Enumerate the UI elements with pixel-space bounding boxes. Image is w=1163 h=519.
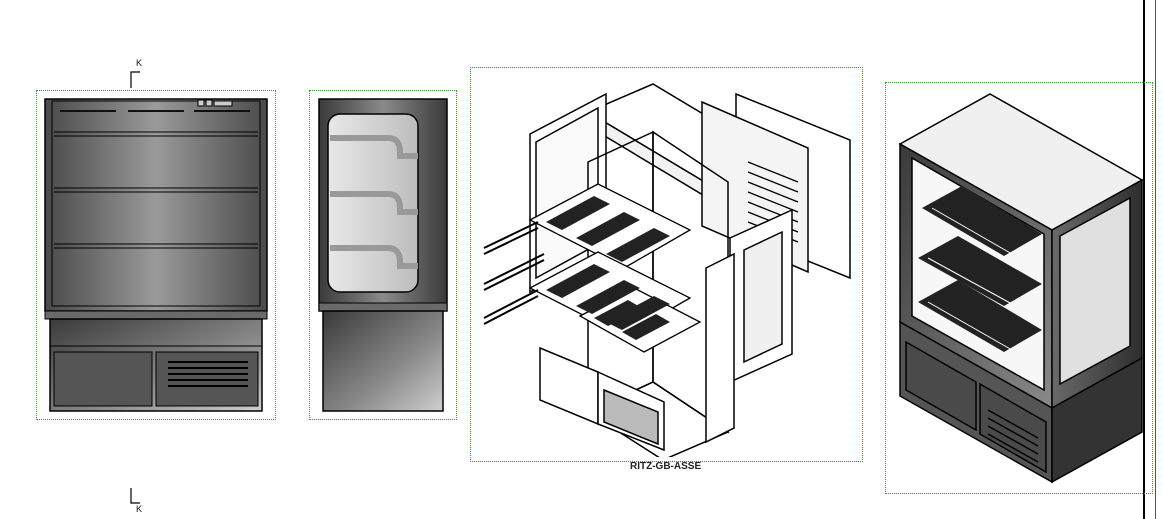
section-marker-bottom: K xyxy=(128,486,148,516)
section-label-top: K xyxy=(136,58,143,68)
front-elevation-drawing xyxy=(44,98,268,412)
side-elevation xyxy=(318,98,450,414)
side-elevation-drawing xyxy=(318,98,448,412)
assembled-isometric-drawing xyxy=(898,93,1144,484)
section-label-bottom: K xyxy=(136,504,143,514)
front-view-frame xyxy=(36,90,276,420)
section-marker-top: K xyxy=(128,58,148,90)
exploded-isometric-drawing xyxy=(483,83,851,461)
assembled-isometric xyxy=(892,90,1144,490)
front-elevation xyxy=(44,98,270,414)
isometric-view-frame xyxy=(885,82,1153,494)
exploded-view-frame xyxy=(470,67,863,462)
exploded-isometric xyxy=(478,72,858,461)
section-arrow-top-icon xyxy=(130,71,140,88)
sheet-edge-line-thin xyxy=(1155,0,1156,519)
side-view-frame xyxy=(309,90,457,420)
exploded-view-caption: RITZ-GB-ASSE xyxy=(630,461,702,472)
section-arrow-bottom-icon xyxy=(130,488,140,504)
sheet-edge-line xyxy=(1143,0,1145,519)
